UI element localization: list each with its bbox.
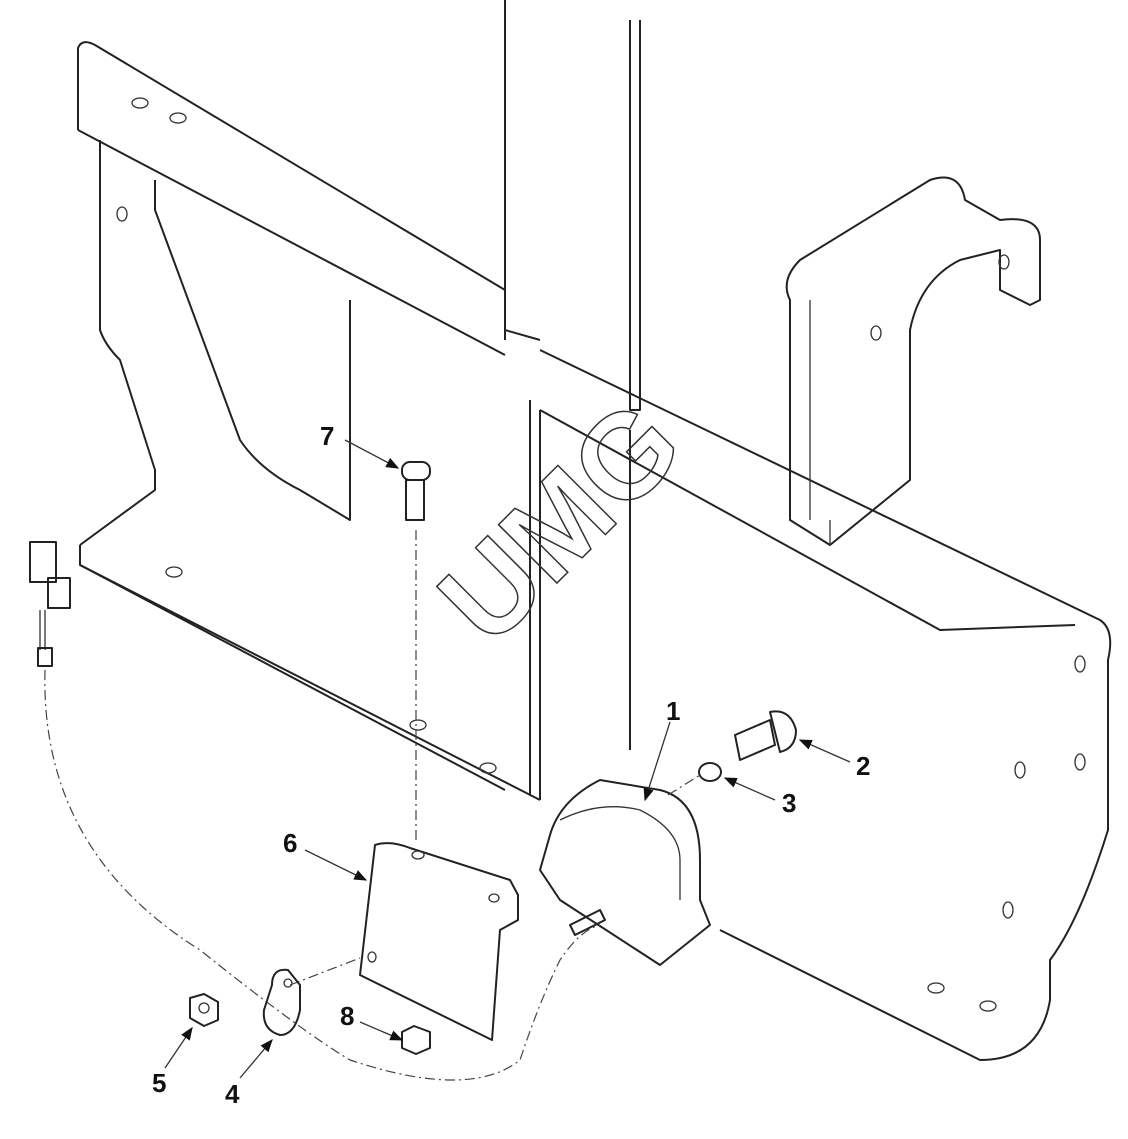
callout-4: 4: [225, 1079, 240, 1109]
alignment-line-4: [289, 957, 361, 986]
alignment-line-3: [667, 774, 701, 796]
bolt-7: [401, 461, 431, 521]
watermark: UMG: [414, 376, 707, 669]
connector: [29, 541, 71, 667]
callout-6: 6: [283, 828, 297, 858]
bolt-2: [734, 710, 797, 761]
callout-2: 2: [856, 751, 870, 781]
alarm-1: [539, 779, 711, 966]
callout-7: 7: [320, 421, 334, 451]
harness-route: [44, 669, 601, 1081]
nut-8: [401, 1025, 431, 1055]
washer-3: [698, 762, 722, 782]
callout-1: 1: [666, 696, 680, 726]
nut-5: [189, 993, 219, 1027]
bracket-6: [359, 842, 519, 1041]
frame-structure: [77, 0, 1112, 1061]
callout-8: 8: [340, 1001, 354, 1031]
callout-3: 3: [782, 788, 796, 818]
leader-lines: [164, 439, 851, 1079]
clip-4: [262, 968, 301, 1036]
callout-5: 5: [152, 1068, 166, 1098]
